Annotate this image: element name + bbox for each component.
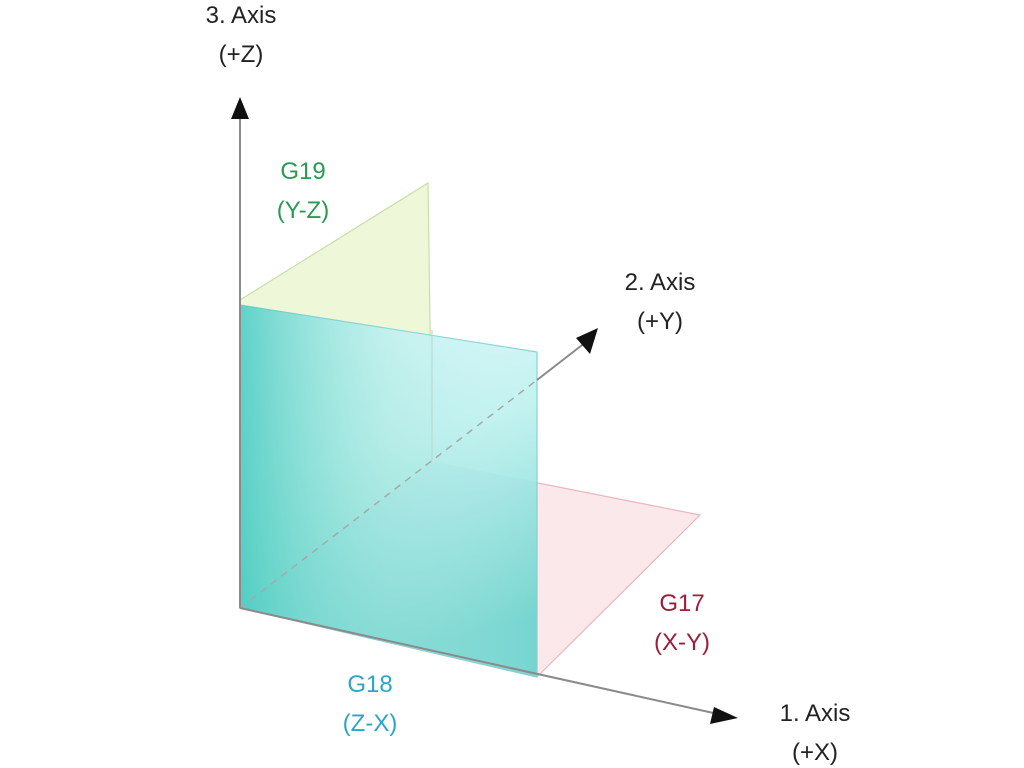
x-axis-title: 1. Axis	[780, 700, 851, 727]
g19-label: G19	[280, 158, 325, 185]
y-axis-arrowhead	[576, 328, 598, 354]
g17-label: G17	[659, 590, 704, 617]
y-axis-sign: (+Y)	[637, 308, 683, 335]
g18-zx-plane-shade	[240, 305, 537, 677]
y-axis-title: 2. Axis	[625, 269, 696, 296]
g19-plane-label: (Y-Z)	[277, 197, 329, 224]
x-axis-line	[239, 607, 719, 715]
z-axis-title: 3. Axis	[206, 2, 277, 29]
g18-plane-label: (Z-X)	[343, 710, 398, 737]
z-axis-sign: (+Z)	[219, 41, 264, 68]
z-axis-arrowhead	[231, 97, 249, 119]
g17-plane-label: (X-Y)	[654, 629, 710, 656]
hidden-y-axis-dashed	[239, 379, 538, 609]
x-axis-sign: (+X)	[792, 739, 838, 766]
x-axis-arrowhead	[710, 707, 738, 724]
g18-label: G18	[347, 671, 392, 698]
y-axis-line	[536, 341, 587, 381]
